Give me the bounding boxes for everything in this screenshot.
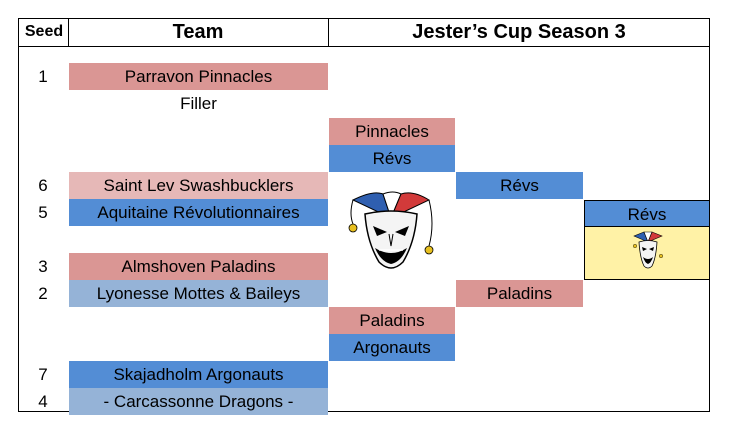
team-cell: Lyonesse Mottes & Baileys [69, 280, 328, 307]
team-cell: Saint Lev Swashbucklers [69, 172, 328, 199]
round-2-cell: Paladins [329, 307, 455, 334]
round-3-cell: Révs [456, 172, 583, 199]
header-divider-seed [68, 18, 69, 46]
team-header: Team [172, 21, 224, 43]
seed-number [24, 90, 62, 117]
header-divider-team [328, 18, 329, 46]
team-cell: Almshoven Paladins [69, 253, 328, 280]
header-divider [18, 46, 710, 47]
seed-number: 6 [38, 176, 48, 195]
round-2-cell: Argonauts [329, 334, 455, 361]
seed-number: 7 [38, 365, 48, 384]
seed-number: 2 [38, 284, 48, 303]
round-2-cell: Pinnacles [329, 118, 455, 145]
seed-number: 4 [38, 392, 48, 411]
team-cell: Filler [180, 94, 217, 113]
jester-mask-logo [343, 188, 439, 284]
team-cell: Parravon Pinnacles [69, 63, 328, 90]
seed-number: 3 [38, 257, 48, 276]
round-2-cell: Révs [329, 145, 455, 172]
jester-mask-logo-small [632, 230, 664, 274]
round-3-cell: Paladins [456, 280, 583, 307]
seed-header: Seed [24, 23, 64, 40]
team-cell: - Carcassonne Dragons - [69, 388, 328, 415]
champion-name: Révs [584, 200, 710, 227]
team-cell: Aquitaine Révolutionnaires [69, 199, 328, 226]
seed-number: 5 [38, 203, 48, 222]
bracket-title: Jester’s Cup Season 3 [412, 21, 626, 43]
seed-number: 1 [38, 67, 48, 86]
team-cell: Skajadholm Argonauts [69, 361, 328, 388]
